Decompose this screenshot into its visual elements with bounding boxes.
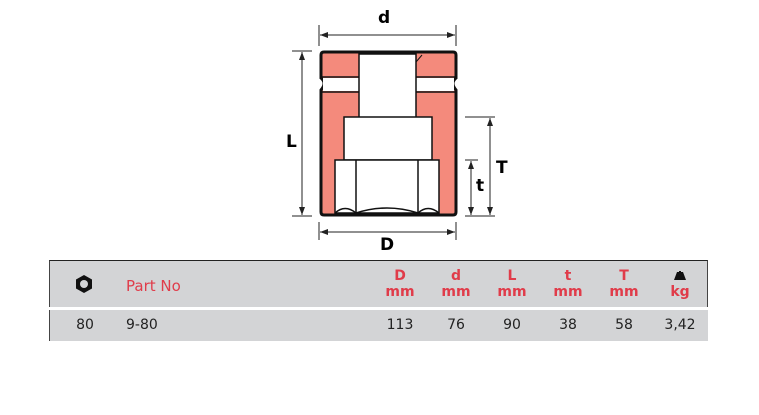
- cell-t: 38: [559, 317, 577, 333]
- header-T-unit: mm: [609, 284, 639, 300]
- dim-label-t: t: [476, 176, 485, 196]
- header-weight: kg: [660, 268, 700, 300]
- dim-label-d: d: [378, 8, 391, 28]
- table-header: Part No D mm d mm L mm t mm T mm kg: [49, 260, 708, 307]
- header-d-unit: mm: [441, 284, 471, 300]
- cell-d: 76: [447, 317, 465, 333]
- header-D-unit: mm: [385, 284, 415, 300]
- header-d: d mm: [436, 268, 476, 300]
- header-L-name: L: [507, 268, 517, 284]
- header-weight-unit: kg: [670, 284, 690, 300]
- cell-size: 80: [76, 317, 94, 333]
- weight-icon: [660, 268, 700, 284]
- header-D-name: D: [394, 268, 406, 284]
- header-D: D mm: [380, 268, 420, 300]
- header-part-no: Part No: [126, 277, 181, 295]
- dim-label-T: T: [496, 158, 508, 178]
- cell-kg: 3,42: [664, 317, 696, 333]
- header-L: L mm: [492, 268, 532, 300]
- dim-label-D: D: [380, 235, 395, 255]
- cell-D: 113: [386, 317, 414, 333]
- header-t: t mm: [548, 268, 588, 300]
- dim-label-L: L: [286, 132, 297, 152]
- cell-part-no: 9-80: [126, 317, 158, 333]
- hex-nut-icon: [74, 274, 94, 294]
- header-T: T mm: [604, 268, 644, 300]
- spec-table: Part No D mm d mm L mm t mm T mm kg 80: [49, 260, 708, 341]
- table-row: 80 9-80 113 76 90 38 58 3,42: [49, 310, 708, 341]
- header-T-name: T: [619, 268, 629, 284]
- cell-L: 90: [503, 317, 521, 333]
- cell-T: 58: [615, 317, 633, 333]
- header-t-name: t: [564, 268, 572, 284]
- header-d-name: d: [450, 268, 462, 284]
- header-t-unit: mm: [553, 284, 583, 300]
- header-L-unit: mm: [497, 284, 527, 300]
- socket-dimension-drawing: d L T t D: [280, 0, 520, 260]
